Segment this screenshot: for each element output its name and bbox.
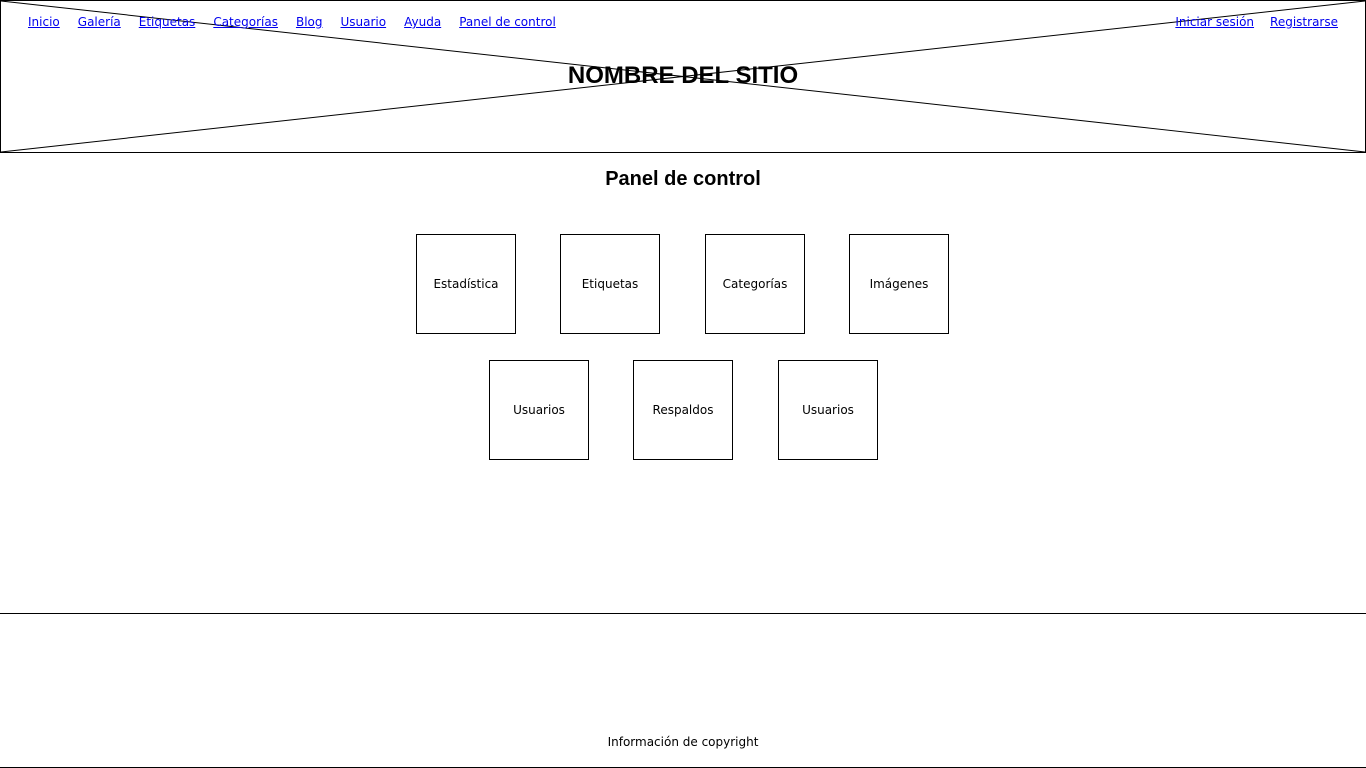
tile-label: Imágenes: [869, 277, 929, 291]
account-nav: Iniciar sesión Registrarse: [1159, 15, 1338, 29]
tile-label: Usuarios: [513, 403, 565, 417]
header-banner: Inicio Galería Etiquetas Categorías Blog…: [0, 0, 1366, 153]
nav-link-blog[interactable]: Blog: [295, 15, 323, 29]
tile-label: Estadística: [433, 277, 499, 291]
tile-label: Etiquetas: [581, 277, 639, 291]
register-link[interactable]: Registrarse: [1270, 15, 1338, 29]
tile-usuarios-2[interactable]: Usuarios: [778, 360, 878, 460]
tile-label: Respaldos: [652, 403, 714, 417]
tile-imagenes[interactable]: Imágenes: [849, 234, 949, 334]
tile-etiquetas[interactable]: Etiquetas: [560, 234, 660, 334]
nav-link-usuario[interactable]: Usuario: [340, 15, 387, 29]
nav-link-ayuda[interactable]: Ayuda: [404, 15, 442, 29]
main-nav: Inicio Galería Etiquetas Categorías Blog…: [28, 15, 574, 29]
tile-categorias[interactable]: Categorías: [705, 234, 805, 334]
nav-link-categorias[interactable]: Categorías: [213, 15, 278, 29]
nav-link-etiquetas[interactable]: Etiquetas: [138, 15, 196, 29]
tile-label: Categorías: [722, 277, 788, 291]
tile-usuarios[interactable]: Usuarios: [489, 360, 589, 460]
nav-link-panel-de-control[interactable]: Panel de control: [459, 15, 556, 29]
page-title: Panel de control: [605, 168, 761, 190]
copyright-text: Información de copyright: [607, 735, 759, 749]
site-name: NOMBRE DEL SITIO: [567, 62, 799, 89]
tile-estadistica[interactable]: Estadística: [416, 234, 516, 334]
footer: Información de copyright: [0, 613, 1366, 768]
nav-link-inicio[interactable]: Inicio: [28, 15, 60, 29]
tile-respaldos[interactable]: Respaldos: [633, 360, 733, 460]
tile-label: Usuarios: [802, 403, 854, 417]
nav-link-galeria[interactable]: Galería: [77, 15, 121, 29]
login-link[interactable]: Iniciar sesión: [1175, 15, 1255, 29]
